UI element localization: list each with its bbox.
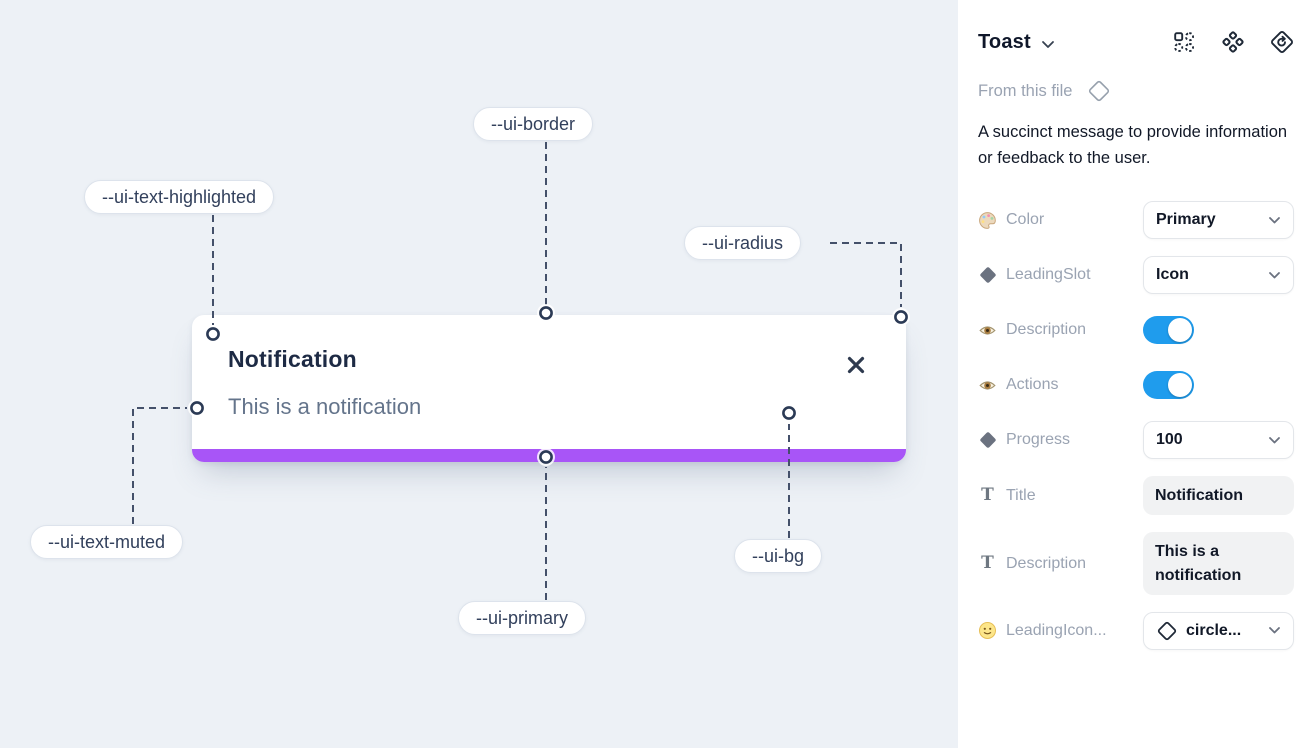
- dropdown-value: circle...: [1186, 621, 1242, 639]
- var-label-text: --ui-text-highlighted: [102, 186, 257, 207]
- prop-label: Title: [1006, 486, 1036, 504]
- toast-title: Notification: [228, 346, 357, 372]
- chevron-down-icon[interactable]: [1041, 40, 1055, 49]
- dropdown-value: Icon: [1156, 266, 1189, 284]
- source-label: From this file: [978, 81, 1073, 100]
- chevron-down-icon: [1269, 436, 1280, 444]
- prop-row-description-text: T Description This is a notification: [978, 532, 1294, 595]
- var-label-text: --ui-border: [491, 113, 576, 134]
- palette-icon: [978, 211, 997, 230]
- prop-label: Color: [1006, 211, 1045, 229]
- properties-panel: Toast From this file: [958, 0, 1312, 748]
- prop-row-title: T Title Notification: [978, 476, 1294, 516]
- var-label-text: --ui-bg: [752, 545, 805, 566]
- color-dropdown[interactable]: Primary: [1143, 201, 1294, 240]
- dropdown-value: Primary: [1156, 211, 1216, 229]
- prop-row-actions-toggle: Actions: [978, 366, 1294, 404]
- prop-label: LeadingSlot: [1006, 266, 1091, 284]
- toast-progress-bar: [192, 449, 906, 462]
- prop-row-progress: Progress 100: [978, 421, 1294, 460]
- text-prop-icon: T: [981, 553, 994, 573]
- prop-label: Actions: [1006, 376, 1059, 394]
- chevron-down-icon: [1269, 627, 1280, 634]
- swap-instance-icon[interactable]: [1172, 30, 1196, 54]
- component-description: A succinct message to provide informatio…: [978, 123, 1288, 167]
- var-label-ui-bg[interactable]: --ui-bg: [734, 539, 823, 573]
- text-prop-icon: T: [981, 485, 994, 506]
- actions-toggle[interactable]: [1143, 371, 1194, 400]
- smiley-icon: [978, 621, 997, 640]
- prop-row-leadingslot: LeadingSlot Icon: [978, 256, 1294, 295]
- toggle-knob: [1168, 373, 1192, 398]
- property-rows: Color Primary LeadingSlot Icon: [978, 201, 1294, 650]
- title-textfield[interactable]: Notification: [1143, 476, 1294, 516]
- toast-description: This is a notification: [228, 394, 422, 419]
- component-name: Toast: [978, 30, 1031, 53]
- eye-icon: [978, 321, 997, 340]
- chevron-down-icon: [1269, 271, 1280, 279]
- leadingslot-dropdown[interactable]: Icon: [1143, 256, 1294, 295]
- var-label-ui-radius[interactable]: --ui-radius: [684, 226, 802, 260]
- leadingicon-dropdown[interactable]: circle...: [1143, 611, 1294, 650]
- var-label-ui-text-muted[interactable]: --ui-text-muted: [30, 525, 184, 559]
- connector-radius: [830, 242, 902, 307]
- description-toggle[interactable]: [1143, 316, 1194, 345]
- component-canvas: Notification This is a notification --ui…: [0, 0, 958, 748]
- prop-label: LeadingIcon...: [1006, 621, 1107, 639]
- toggle-knob: [1168, 318, 1192, 343]
- prop-label: Progress: [1006, 431, 1071, 449]
- prop-row-description-toggle: Description: [978, 311, 1294, 349]
- var-label-ui-border[interactable]: --ui-border: [473, 107, 594, 141]
- prop-label: Description: [1006, 554, 1087, 572]
- panel-header: Toast: [978, 20, 1294, 64]
- prop-row-leadingicon: LeadingIcon... circle...: [978, 611, 1294, 650]
- diamond-prop-icon: [978, 266, 997, 285]
- toast-component[interactable]: Notification This is a notification: [192, 315, 906, 462]
- source-row: From this file: [978, 76, 1294, 106]
- var-label-text: --ui-primary: [476, 607, 568, 628]
- var-label-ui-primary[interactable]: --ui-primary: [458, 601, 586, 635]
- progress-dropdown[interactable]: 100: [1143, 421, 1294, 460]
- var-label-text: --ui-text-muted: [48, 531, 166, 552]
- prop-label: Description: [1006, 321, 1087, 339]
- diamond-icon: [1089, 80, 1110, 102]
- var-label-ui-text-highlighted[interactable]: --ui-text-highlighted: [84, 180, 275, 214]
- description-textfield[interactable]: This is a notification: [1143, 532, 1294, 595]
- diamond-icon: [1157, 621, 1177, 640]
- var-label-text: --ui-radius: [702, 232, 784, 253]
- prop-row-color: Color Primary: [978, 201, 1294, 240]
- component-set-icon[interactable]: [1221, 30, 1245, 54]
- chevron-down-icon: [1269, 216, 1280, 224]
- close-icon[interactable]: [846, 355, 866, 375]
- connector-text-muted: [132, 407, 187, 524]
- return-to-component-icon[interactable]: [1270, 30, 1294, 54]
- diamond-prop-icon: [978, 431, 997, 450]
- dropdown-value: 100: [1156, 431, 1183, 449]
- header-icons: [1172, 30, 1294, 54]
- eye-icon: [978, 376, 997, 395]
